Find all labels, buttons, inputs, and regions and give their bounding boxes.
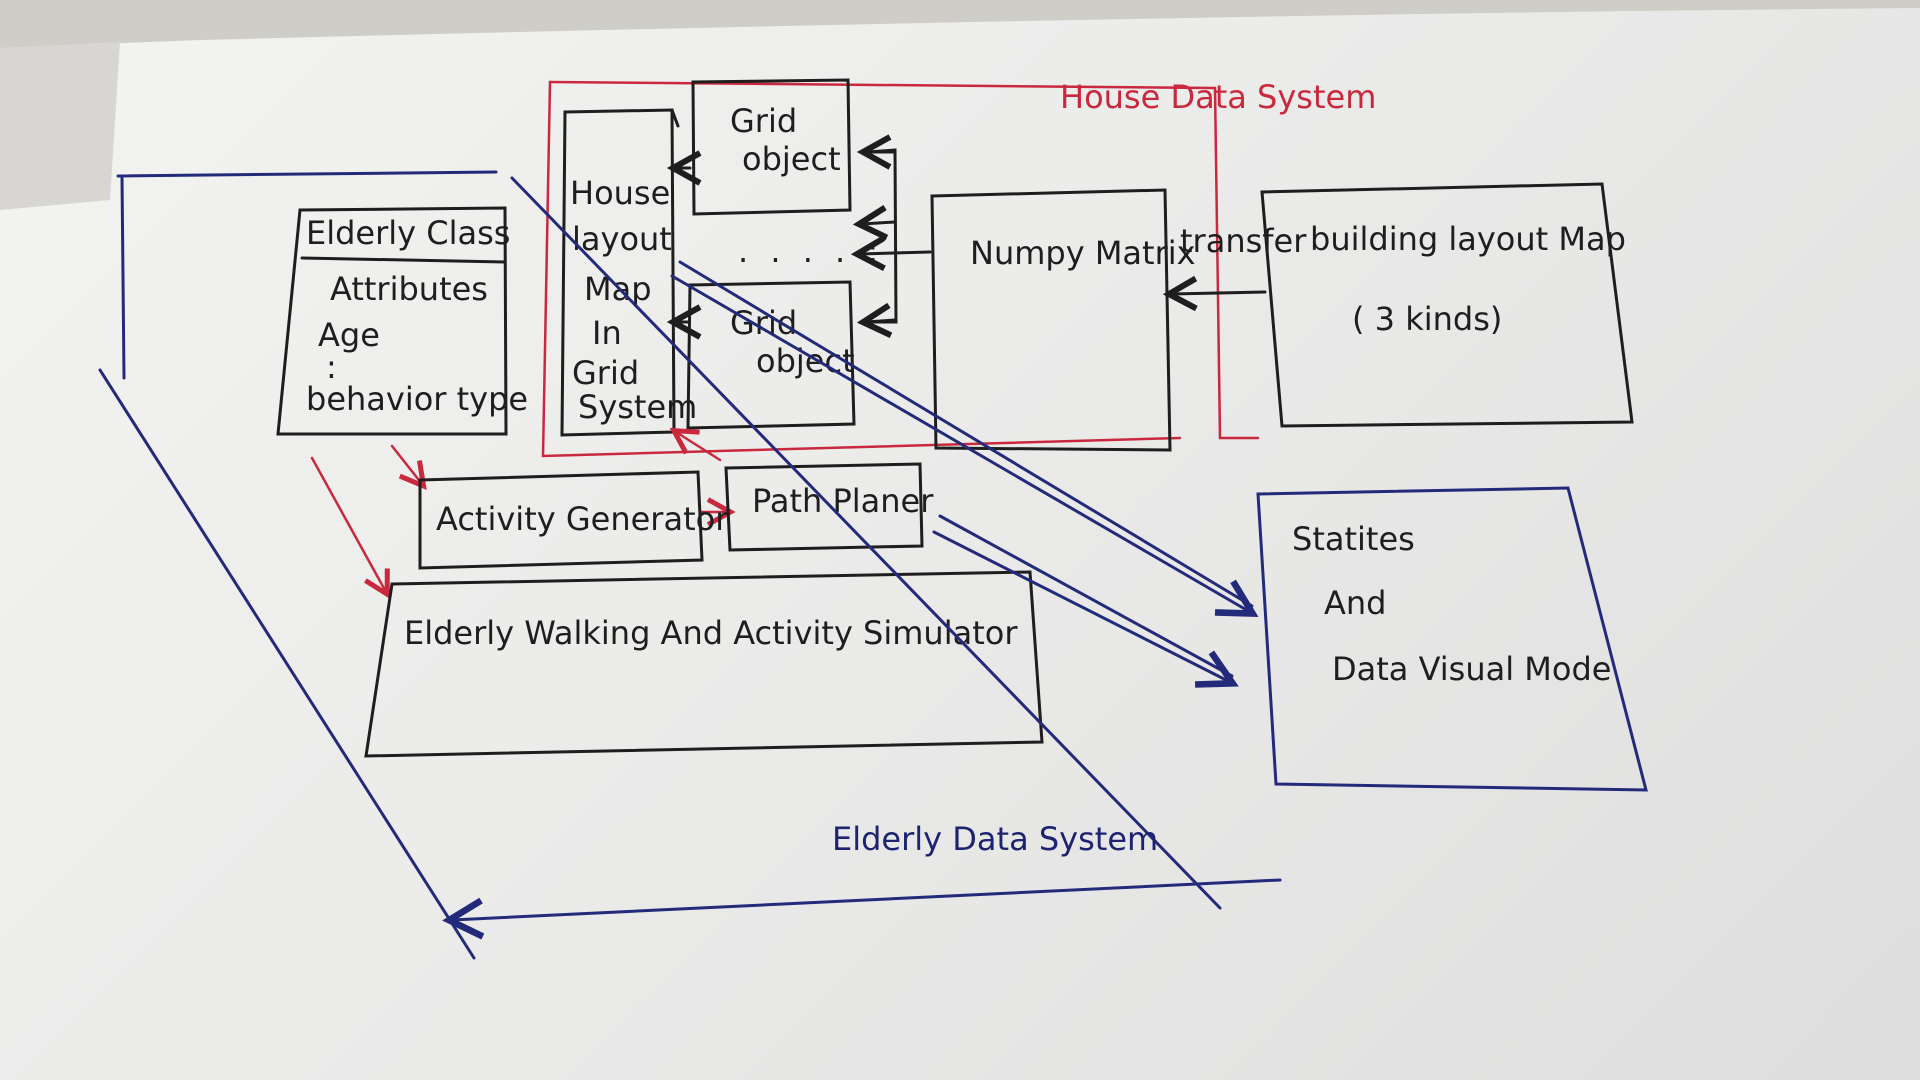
simulator-label: Elderly Walking And Activity Simulator <box>404 614 1018 652</box>
elderly-attr-3: : <box>326 348 337 386</box>
grid-ellipsis: . . . . : <box>738 232 884 270</box>
statistics-line-1: Statites <box>1292 520 1415 558</box>
house-layout-line-2: layout <box>572 220 672 258</box>
elderly-attr-4: behavior type <box>306 380 528 418</box>
grid-object-bottom-line-1: Grid <box>730 304 797 342</box>
numpy-matrix-label: Numpy Matrix <box>970 234 1196 272</box>
to-statistics-arrows <box>670 260 1259 688</box>
house-layout-line-4: In <box>592 314 622 352</box>
path-planer-box: Path Planer <box>724 462 934 552</box>
elderly-attr-2: Age <box>318 316 380 354</box>
statistics-box: Statites And Data Visual Mode <box>1256 486 1648 792</box>
grid-object-bottom-box: Grid object <box>686 280 856 430</box>
elderly-data-system-label: Elderly Data System <box>832 820 1158 858</box>
elderly-red-arrows <box>310 427 736 599</box>
paper-top-edge <box>0 0 1920 48</box>
house-data-system-boundary: House Data System <box>541 78 1376 458</box>
paper-left-fold <box>0 42 120 210</box>
numpy-matrix-box: Numpy Matrix <box>930 188 1196 452</box>
grid-fanout-arrows <box>666 134 932 340</box>
activity-generator-box: Activity Generator <box>418 470 729 570</box>
house-layout-map-box: House layout Map In Grid System <box>560 108 697 437</box>
elderly-class-title: Elderly Class <box>306 214 510 252</box>
statistics-line-3: Data Visual Mode <box>1332 650 1611 688</box>
statistics-line-2: And <box>1324 584 1386 622</box>
house-layout-line-1: House <box>570 174 670 212</box>
building-layout-map-box: building layout Map ( 3 kinds) <box>1260 182 1634 428</box>
transfer-arrow <box>1162 275 1267 312</box>
elderly-class-box: Elderly Class Attributes Age : behavior … <box>276 206 528 436</box>
grid-object-top-line-1: Grid <box>730 102 797 140</box>
elderly-attr-1: Attributes <box>330 270 488 308</box>
transfer-label: transfer <box>1180 222 1307 260</box>
activity-generator-label: Activity Generator <box>436 500 729 538</box>
simulator-box: Elderly Walking And Activity Simulator <box>364 570 1044 758</box>
house-data-system-label: House Data System <box>1060 78 1376 116</box>
building-layout-line-1: building layout Map <box>1310 220 1626 258</box>
grid-object-top-line-2: object <box>742 140 841 178</box>
grid-object-top-box: Grid object <box>691 78 852 216</box>
building-layout-line-2: ( 3 kinds) <box>1352 300 1502 338</box>
elderly-data-system-boundary: Elderly Data System <box>98 170 1282 960</box>
path-planer-label: Path Planer <box>752 482 934 520</box>
house-layout-line-5: Grid <box>572 354 639 392</box>
house-layout-line-6: System <box>578 388 697 426</box>
